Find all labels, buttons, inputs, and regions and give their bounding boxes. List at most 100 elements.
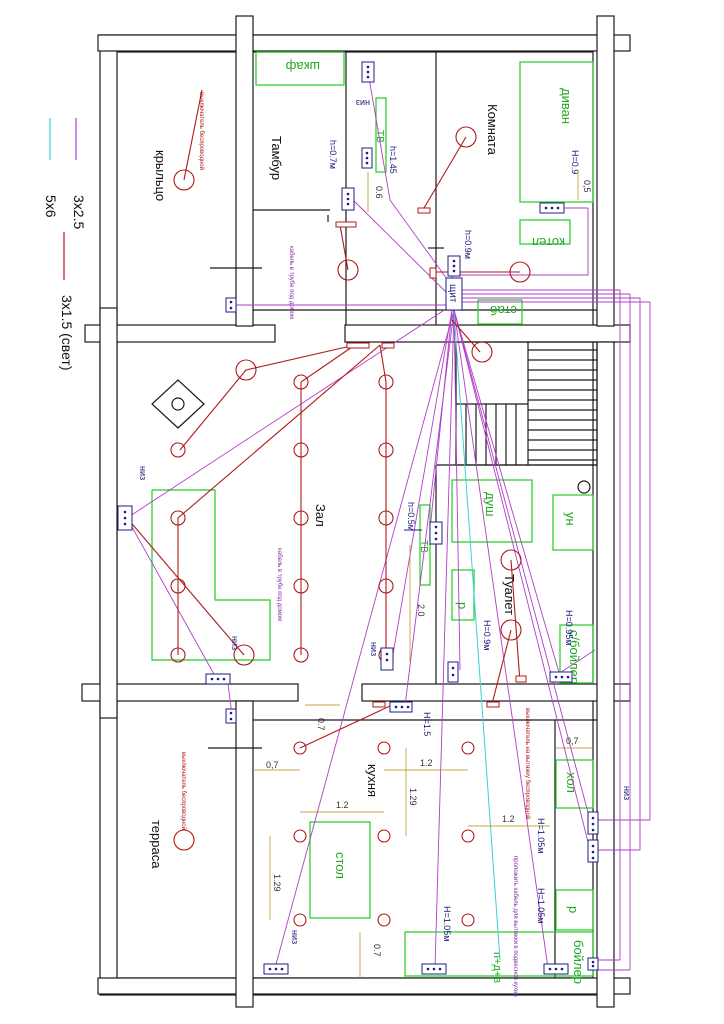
panel-label: щит <box>447 284 458 303</box>
socket-zal-left <box>117 505 133 531</box>
sink-un <box>552 494 594 551</box>
room-kukhnya: кухня <box>365 764 380 797</box>
notes: выключатель беспроводной выключатель бес… <box>180 92 531 997</box>
legend: 3х2.5 5х6 3х1.5 (свет) <box>43 118 87 370</box>
boiler-tualet-label: с/бойлер <box>567 630 582 684</box>
socket-hol-1 <box>587 811 599 835</box>
niz-label-4: низ <box>369 642 379 656</box>
wall-column-right-top <box>596 15 615 327</box>
dim-05: 0,5 <box>582 180 592 193</box>
socket-kotel-pin-3 <box>452 269 456 273</box>
light-kitchen <box>299 705 391 749</box>
socket-kitchen-mid <box>421 963 447 975</box>
dimension-lines: 0.6 0,5 2.0 0.7 0,7 1.2 1.29 1.2 1.29 1.… <box>253 170 593 978</box>
dim-07c: 0,7 <box>566 736 579 746</box>
light-cable-kryltso <box>183 89 203 181</box>
socket-boiler-kitchen <box>587 957 599 971</box>
dim-129b: 1.29 <box>408 788 418 806</box>
cable-to-right-wall <box>460 289 621 961</box>
socket-tualet-2 <box>549 671 573 683</box>
light-zal-2-3 <box>378 510 394 526</box>
socket-r-tualet <box>451 569 475 621</box>
kotel-label: котел <box>532 235 565 250</box>
stair-treads <box>465 349 597 465</box>
socket-tambur-2-pin-3 <box>346 202 350 206</box>
niz-label-3: низ <box>230 636 240 650</box>
socket-kitchen-mid-pin-3 <box>438 967 442 971</box>
cable-to-kitchen-2 <box>453 309 591 821</box>
shower <box>451 479 533 543</box>
socket-kitchen-left-pin-1 <box>268 967 272 971</box>
light-terrasa <box>173 829 195 851</box>
socket-zal-left-pin-1 <box>123 510 127 514</box>
socket-tualet-1-pin-2 <box>451 673 455 677</box>
boiler-tualet <box>559 624 594 684</box>
height-h09a: H=0.9 <box>570 150 580 174</box>
socket-kitchen-right <box>543 963 569 975</box>
light-kitchen-4 <box>293 829 307 843</box>
height-h09b: h=0.9м <box>463 230 473 259</box>
height-h15: H=1.5 <box>422 712 432 736</box>
socket-zal-wall-pin-1 <box>229 711 233 715</box>
socket-kitchen-mid-pin-1 <box>426 967 430 971</box>
socket-kitchen-left <box>263 963 289 975</box>
height-h09c: H=0.9м <box>482 620 492 650</box>
socket-hol-2-pin-1 <box>591 844 595 848</box>
cable-to-kitchen-1 <box>404 309 455 707</box>
socket-hol-1-pin-1 <box>591 816 595 820</box>
niz-label-6: низ <box>290 930 300 944</box>
socket-tambur-1 <box>361 147 373 169</box>
r-tualet-label: р <box>455 602 470 609</box>
switch-kitchen <box>372 701 386 708</box>
switch-zal-2 <box>381 342 395 349</box>
socket-sofa-pin-3 <box>556 206 560 210</box>
socket-kitchen-left-pin-2 <box>274 967 278 971</box>
cable-to-right-wall-3 <box>460 297 641 851</box>
height-h145: h=1.45 <box>388 146 398 174</box>
wall-bar-bottom <box>97 977 631 995</box>
sofa-label: диван <box>559 88 574 124</box>
light-zal-2-2 <box>378 442 394 458</box>
light-kitchen-1 <box>293 741 307 755</box>
socket-kotel-pin-1 <box>452 259 456 263</box>
zal-corner-sofa <box>151 489 271 661</box>
height-h105a: H=1.05м <box>536 818 546 853</box>
socket-tualet-2-pin-3 <box>566 675 570 679</box>
light-zal-3-3 <box>170 578 186 594</box>
niz-label-2: низ <box>138 466 148 480</box>
socket-sofa-pin-1 <box>544 206 548 210</box>
socket-wardrobe <box>361 61 375 83</box>
dim-129a: 1.29 <box>272 874 282 892</box>
socket-zal-bottom-pin-1 <box>210 677 214 681</box>
drain-marker <box>577 480 591 494</box>
inner-wall-frame <box>116 51 594 979</box>
stabilizer <box>477 299 523 325</box>
dim-07a: 0.7 <box>316 718 326 731</box>
switch-tambur <box>335 221 357 228</box>
furniture: шкаф диван ТВ котел стаб душ ун р ТВ с/б… <box>151 51 594 984</box>
socket-boiler-kitchen-pin-1 <box>591 960 595 964</box>
light-kryltso <box>173 169 195 191</box>
light-zal-2-1 <box>378 374 394 390</box>
dim-20: 2.0 <box>416 604 426 617</box>
light-panel-to-zal <box>451 319 481 353</box>
outer-wall-top <box>99 34 611 996</box>
cable-to-wardrobe <box>367 71 453 287</box>
socket-zal-wall-box <box>225 708 237 724</box>
wall-column-left-bottom <box>235 700 254 1008</box>
socket-hol-2-pin-3 <box>591 856 595 860</box>
socket-hol-2 <box>587 839 599 863</box>
light-stab-room <box>509 261 531 283</box>
light-zal-link-2 <box>177 344 381 655</box>
socket-zal-bottom-pin-3 <box>222 677 226 681</box>
room-kryltso: крыльцо <box>153 150 168 201</box>
dim-12c: 1.2 <box>502 814 515 824</box>
height-h095: H=0.95м <box>564 610 574 645</box>
niz-labels: низ низ низ низ низ низ <box>138 98 632 944</box>
wardrobe <box>255 51 345 86</box>
cable-zal-left-bottom <box>126 517 216 677</box>
socket-sofa <box>539 202 565 214</box>
dim-12a: 1.2 <box>336 800 349 810</box>
light-zal-3-1 <box>170 442 186 458</box>
socket-wardrobe-pin-1 <box>366 65 370 69</box>
